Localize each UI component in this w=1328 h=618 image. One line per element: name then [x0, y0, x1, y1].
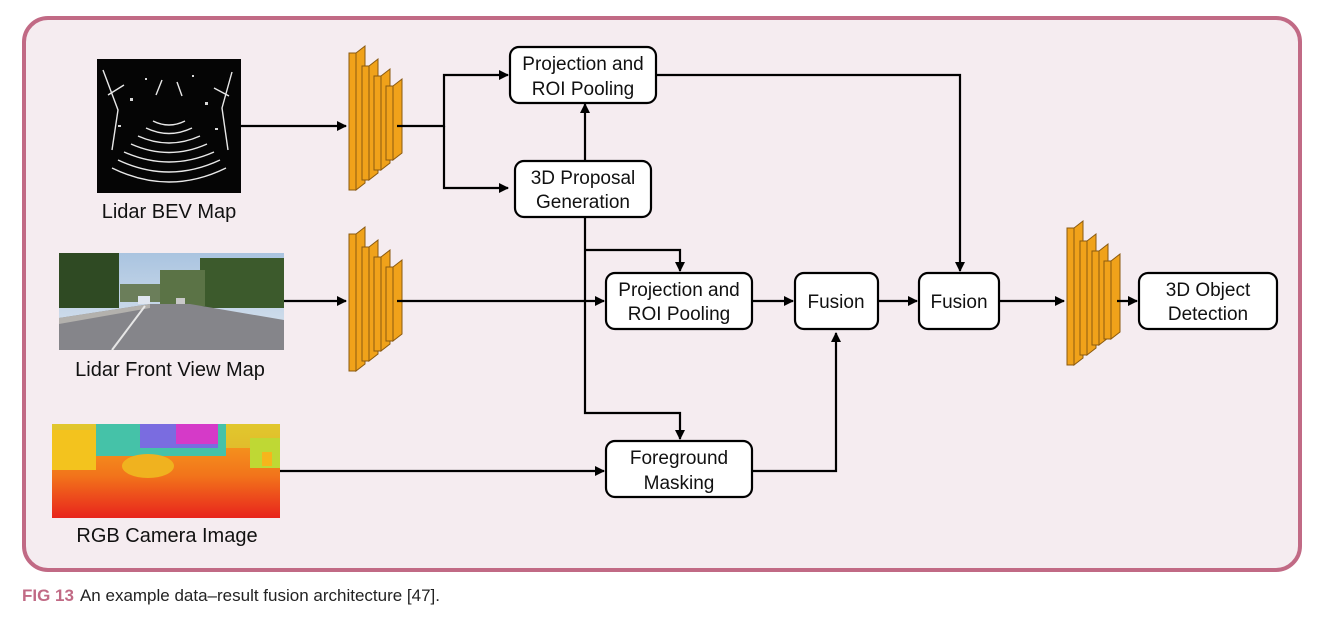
svg-text:3D Object: 3D Object	[1166, 280, 1251, 301]
svg-text:Generation: Generation	[536, 192, 630, 213]
lidar-bev-image	[97, 59, 241, 193]
svg-text:3D Proposal: 3D Proposal	[531, 168, 636, 189]
svg-text:Detection: Detection	[1168, 304, 1248, 325]
conv-block-bev	[348, 44, 403, 192]
svg-text:Fusion: Fusion	[807, 292, 864, 313]
svg-text:Projection and: Projection and	[522, 54, 643, 75]
svg-text:Masking: Masking	[644, 473, 715, 494]
caption-text: An example data–result fusion architectu…	[79, 586, 441, 605]
svg-text:Foreground: Foreground	[630, 448, 728, 469]
rgb-camera-image	[52, 424, 280, 518]
conv-block-front	[348, 225, 403, 373]
node-3d-object-detection: 3D Object Detection	[1137, 271, 1279, 331]
lidar-front-view-label: Lidar Front View Map	[75, 359, 265, 381]
node-fusion-1: Fusion	[793, 271, 880, 331]
svg-text:Projection and: Projection and	[618, 280, 739, 301]
svg-text:Fusion: Fusion	[930, 292, 987, 313]
svg-text:ROI Pooling: ROI Pooling	[628, 304, 730, 325]
conv-block-output	[1066, 219, 1121, 367]
node-foreground-masking: Foreground Masking	[604, 439, 754, 499]
lidar-front-view-image	[59, 253, 284, 351]
rgb-camera-label: RGB Camera Image	[76, 525, 257, 547]
figure-caption: FIG 13 An example data–result fusion arch…	[22, 586, 440, 606]
lidar-bev-label: Lidar BEV Map	[102, 201, 237, 223]
node-3d-proposal-generation: 3D Proposal Generation	[513, 159, 653, 219]
node-projection-roi-top: Projection and ROI Pooling	[508, 45, 658, 105]
node-fusion-2: Fusion	[917, 271, 1001, 331]
figure-number: FIG 13	[22, 586, 74, 605]
svg-text:ROI Pooling: ROI Pooling	[532, 79, 634, 100]
connectors	[241, 70, 1138, 476]
fusion-architecture-diagram: Lidar BEV Map Lidar Front View Map RGB C…	[52, 44, 1279, 547]
node-projection-roi-mid: Projection and ROI Pooling	[604, 271, 754, 331]
